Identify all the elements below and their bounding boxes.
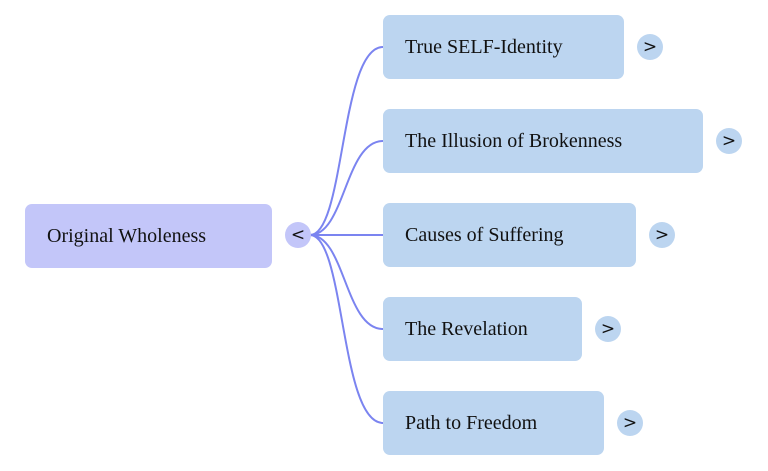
- child-node-label: The Revelation: [405, 317, 528, 340]
- chevron-right-icon: >: [642, 37, 658, 57]
- child-node-illusion-of-brokenness[interactable]: The Illusion of Brokenness: [383, 109, 703, 173]
- link-path-to-freedom: [309, 234, 384, 424]
- expand-toggle-true-self-identity[interactable]: >: [637, 34, 663, 60]
- chevron-right-icon: >: [622, 413, 638, 433]
- chevron-left-icon: <: [290, 225, 306, 245]
- child-node-label: The Illusion of Brokenness: [405, 129, 623, 152]
- chevron-right-icon: >: [721, 131, 737, 151]
- expand-toggle-path-to-freedom[interactable]: >: [617, 410, 643, 436]
- link-illusion-of-brokenness: [309, 140, 384, 236]
- child-node-causes-of-suffering[interactable]: Causes of Suffering: [383, 203, 636, 267]
- expand-toggle-the-revelation[interactable]: >: [595, 316, 621, 342]
- child-node-the-revelation[interactable]: The Revelation: [383, 297, 582, 361]
- link-true-self-identity: [309, 46, 384, 236]
- child-node-label: Causes of Suffering: [405, 223, 564, 246]
- root-node-label: Original Wholeness: [47, 224, 207, 247]
- expand-toggle-illusion-of-brokenness[interactable]: >: [716, 128, 742, 154]
- chevron-right-icon: >: [654, 225, 670, 245]
- child-node-label: Path to Freedom: [405, 411, 538, 434]
- child-node-true-self-identity[interactable]: True SELF-Identity: [383, 15, 624, 79]
- root-node-original-wholeness[interactable]: Original Wholeness: [25, 204, 272, 268]
- child-node-label: True SELF-Identity: [405, 35, 563, 58]
- expand-toggle-causes-of-suffering[interactable]: >: [649, 222, 675, 248]
- chevron-right-icon: >: [600, 319, 616, 339]
- child-node-path-to-freedom[interactable]: Path to Freedom: [383, 391, 604, 455]
- collapse-toggle-icon[interactable]: <: [285, 222, 311, 248]
- link-the-revelation: [309, 234, 384, 330]
